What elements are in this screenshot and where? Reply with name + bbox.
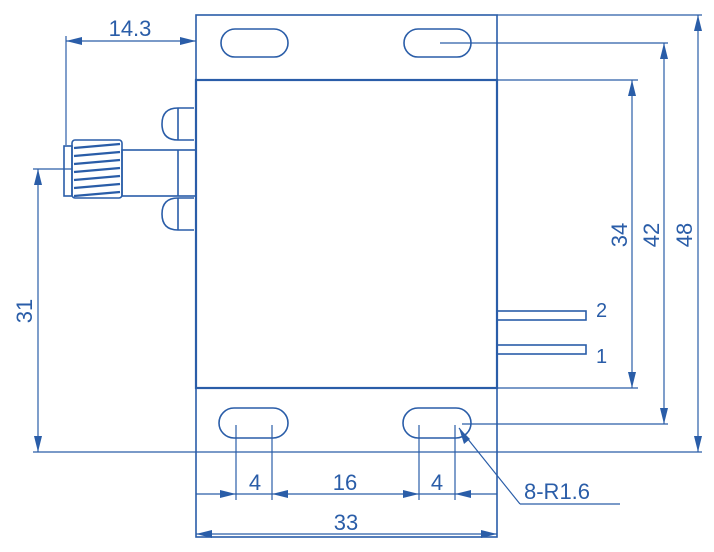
dimension-42-label: 42 bbox=[639, 223, 664, 247]
pin-1-lead bbox=[496, 344, 587, 355]
dimension-33-label: 33 bbox=[334, 510, 358, 535]
threaded-connector bbox=[63, 139, 123, 199]
pin-2-label: 2 bbox=[596, 300, 607, 322]
slot-callout-leader bbox=[458, 427, 620, 505]
screw-head-top bbox=[161, 107, 194, 141]
pin-2-lead bbox=[496, 310, 587, 321]
dimension-48 bbox=[497, 14, 702, 452]
sensor-body bbox=[194, 78, 499, 390]
dimension-14-3-label: 14.3 bbox=[109, 16, 152, 41]
dimension-34 bbox=[497, 79, 638, 389]
dimension-33 bbox=[196, 530, 497, 538]
mounting-slot-bottom-left bbox=[218, 407, 289, 439]
mounting-slot-top-left bbox=[220, 28, 289, 58]
base-plate bbox=[195, 14, 498, 538]
dimension-slot-width-left-label: 4 bbox=[249, 470, 261, 495]
dimension-slot-spacing-label: 16 bbox=[333, 470, 357, 495]
mounting-slot-bottom-right bbox=[402, 407, 472, 439]
screw-head-bottom bbox=[161, 197, 194, 231]
slot-callout-label: 8-R1.6 bbox=[524, 479, 590, 504]
dimension-slot-width-right-label: 4 bbox=[431, 470, 443, 495]
dimension-31 bbox=[33, 168, 702, 453]
dimension-slot-widths bbox=[196, 425, 497, 500]
dimension-42 bbox=[440, 42, 668, 425]
connector-shaft bbox=[121, 149, 197, 197]
dimension-31-label: 31 bbox=[12, 299, 37, 323]
pin-1-label: 1 bbox=[596, 346, 607, 368]
dimension-48-label: 48 bbox=[672, 223, 697, 247]
dimension-34-label: 34 bbox=[607, 223, 632, 247]
dimension-14-3 bbox=[65, 36, 196, 145]
